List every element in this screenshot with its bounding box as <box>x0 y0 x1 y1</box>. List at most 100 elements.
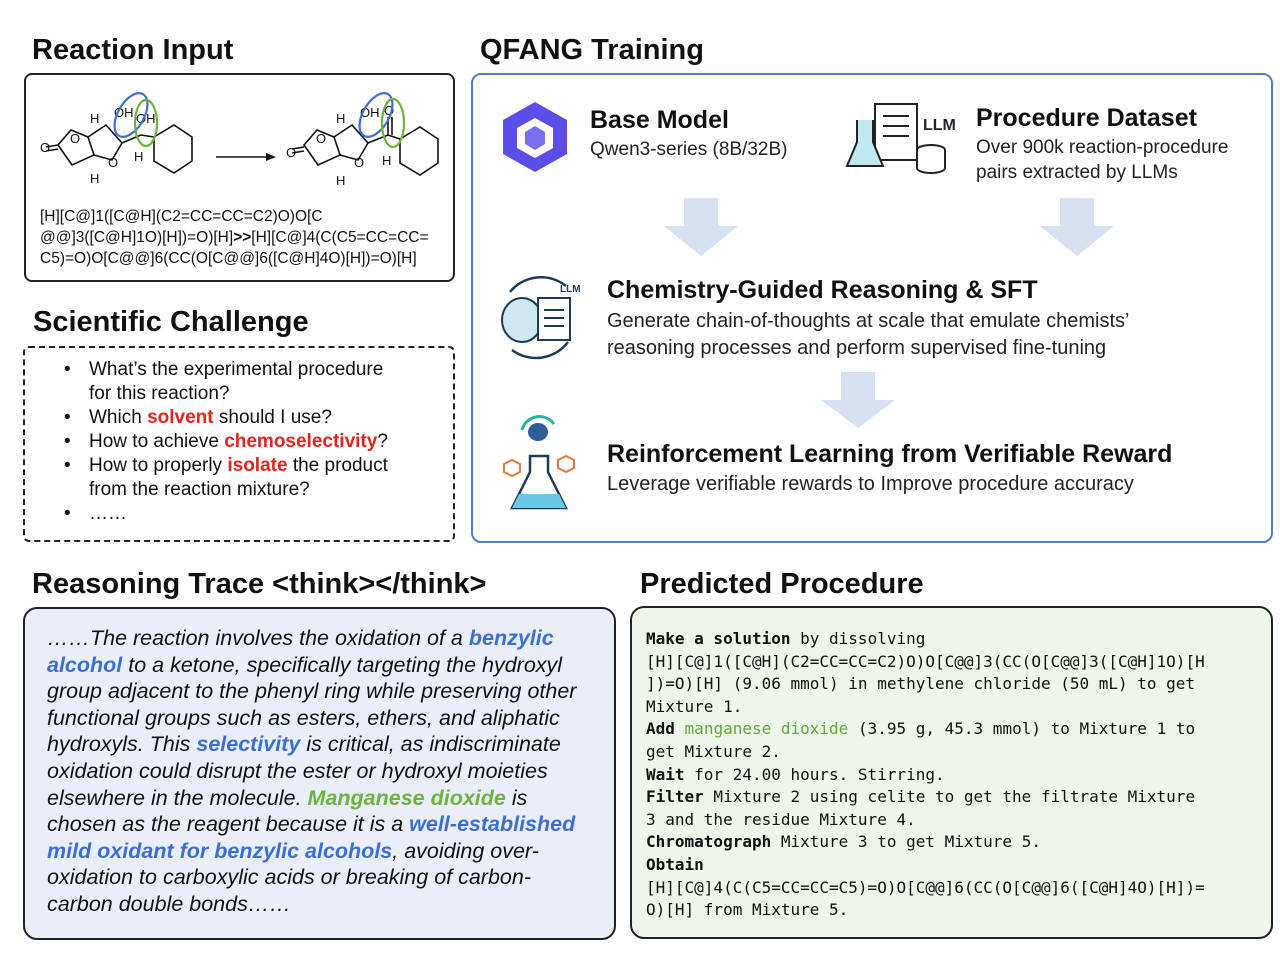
text-segment: Mixture 2 using celite to get the filtra… <box>703 787 1196 807</box>
smiles-line: [H][C@]1([C@H](C2=CC=CC=C2)O)O[C <box>40 208 323 225</box>
text-line: elsewhere in the molecule. Manganese dio… <box>47 785 576 812</box>
svg-text:O: O <box>108 155 118 170</box>
text-segment: [H][C@]4(C(C5=CC=CC=C5)=O)O[C@@]6(CC(O[C… <box>646 877 1205 897</box>
down-arrow-icon <box>664 198 738 256</box>
text-line: Make a solution by dissolving <box>646 628 1205 651</box>
down-arrow-icon <box>1040 198 1114 256</box>
svg-text:H: H <box>134 149 143 164</box>
procedure-title: Predicted Procedure <box>640 568 924 600</box>
challenge-item: How to properly isolate the productfrom … <box>64 454 388 502</box>
highlighted-term: manganese dioxide <box>684 719 849 739</box>
text-line: 3 and the residue Mixture 4. <box>646 809 1205 832</box>
svg-text:H: H <box>90 171 99 186</box>
dataset-icon: LLM <box>845 103 956 174</box>
challenge-item: How to achieve chemoselectivity? <box>64 430 388 454</box>
flask-brain-icon <box>503 415 575 510</box>
text-line: Mixture 1. <box>646 696 1205 719</box>
text-segment: functional groups such as esters, ethers… <box>47 705 560 730</box>
training-box <box>471 73 1273 543</box>
text-segment: Mixture 1. <box>646 696 743 716</box>
llm-label: LLM <box>923 117 956 134</box>
text-line: get Mixture 2. <box>646 741 1205 764</box>
highlighted-term: Wait <box>646 764 685 784</box>
text-line: chosen as the reagent because it is a we… <box>47 811 576 838</box>
svg-text:O: O <box>40 140 50 155</box>
rl-desc: Leverage verifiable rewards to Improve p… <box>607 473 1134 495</box>
challenge-title: Scientific Challenge <box>33 306 309 338</box>
rl-title: Reinforcement Learning from Verifiable R… <box>607 440 1173 468</box>
qwen-logo-icon <box>503 102 567 172</box>
challenge-box <box>23 346 455 542</box>
text-line: oxidation could disrupt the ester or hyd… <box>47 758 576 785</box>
highlighted-term: Filter <box>646 787 704 807</box>
svg-text:H: H <box>336 173 345 188</box>
highlighted-term: mild oxidant for benzylic alcohols <box>47 838 393 863</box>
text-segment: oxidation to carboxylic acids or breakin… <box>47 865 532 890</box>
text-segment: is critical, as indiscriminate <box>300 732 561 757</box>
text-segment: , avoiding over- <box>392 838 539 863</box>
text-line: [H][C@]4(C(C5=CC=CC=C5)=O)O[C@@]6(CC(O[C… <box>646 877 1205 900</box>
smiles-line: C5)=O)O[C@@]6(CC(O[C@@]6([C@H]4O)[H])=O)… <box>40 250 417 267</box>
text-segment: by dissolving <box>790 629 926 648</box>
highlighted-term: Make a solution <box>646 629 791 648</box>
text-segment: 3 and the residue Mixture 4. <box>646 809 916 829</box>
text-line: hydroxyls. This selectivity is critical,… <box>47 731 576 758</box>
text-segment: group adjacent to the phenyl ring while … <box>47 679 577 704</box>
text-line: ……The reaction involves the oxidation of… <box>47 625 576 652</box>
procedure-text: Make a solution by dissolving[H][C@]1([C… <box>646 628 1205 922</box>
highlighted-term: Chromatograph <box>646 832 772 852</box>
base-model-desc: Qwen3-series (8B/32B) <box>590 139 788 160</box>
sft-desc: Generate chain-of-thoughts at scale that… <box>607 310 1130 359</box>
challenge-item: …… <box>64 502 388 526</box>
text-line: Obtain <box>646 854 1205 877</box>
highlighted-term: Obtain <box>646 854 704 874</box>
trace-box <box>23 607 616 940</box>
text-line: carbon double bonds…… <box>47 891 576 918</box>
svg-text:O: O <box>286 145 296 160</box>
text-segment: for 24.00 hours. Stirring. <box>684 764 945 784</box>
brain-document-icon: LLM <box>501 276 581 360</box>
down-arrow-icon <box>821 372 895 428</box>
highlighted-term: selectivity <box>196 732 301 757</box>
sft-title: Chemistry-Guided Reasoning & SFT <box>607 276 1038 304</box>
text-segment: hydroxyls. This <box>47 732 197 757</box>
text-line: oxidation to carboxylic acids or breakin… <box>47 864 576 891</box>
svg-text:H: H <box>336 111 345 126</box>
trace-title: Reasoning Trace <think></think> <box>32 568 487 600</box>
text-segment: [H][C@]1([C@H](C2=CC=CC=C2)O)O[C@@]3(CC(… <box>646 651 1205 671</box>
text-line: mild oxidant for benzylic alcohols, avoi… <box>47 838 576 865</box>
reaction-smiles: [H][C@]1([C@H](C2=CC=CC=C2)O)O[C @@]3([C… <box>40 206 440 269</box>
text-segment: O)[H] from Mixture 5. <box>646 900 849 920</box>
reaction-input-title: Reaction Input <box>32 34 234 66</box>
text-line: Add manganese dioxide (3.95 g, 45.3 mmol… <box>646 718 1205 741</box>
text-line: Chromatograph Mixture 3 to get Mixture 5… <box>646 831 1205 854</box>
text-segment: carbon double bonds…… <box>47 891 291 916</box>
text-segment <box>675 719 685 738</box>
highlighted-term: Manganese dioxide <box>307 785 506 810</box>
reaction-separator: >> <box>233 229 252 246</box>
svg-text:O: O <box>384 103 394 118</box>
svg-text:O: O <box>354 155 364 170</box>
text-segment: is <box>505 785 528 810</box>
text-segment: elsewhere in the molecule. <box>47 785 308 810</box>
procedure-box <box>630 606 1273 939</box>
reasoning-trace-text: ……The reaction involves the oxidation of… <box>47 625 576 918</box>
llm-label: LLM <box>560 284 581 295</box>
text-segment: Mixture 3 to get Mixture 5. <box>771 832 1041 852</box>
text-segment: ])=O)[H] (9.06 mmol) in methylene chlori… <box>646 674 1196 694</box>
training-title: QFANG Training <box>480 34 704 66</box>
highlighted-term: well-established <box>409 812 576 837</box>
svg-text:H: H <box>382 153 391 168</box>
svg-text:O: O <box>316 131 326 146</box>
text-segment: (3.95 g, 45.3 mmol) to Mixture 1 to <box>848 719 1196 739</box>
text-line: alcohol to a ketone, specifically target… <box>47 652 576 679</box>
dataset-title: Procedure Dataset <box>976 104 1197 132</box>
text-segment: ……The reaction involves the oxidation of… <box>47 626 469 650</box>
smiles-line: @@]3([C@H]1O)[H])=O)[H] <box>40 229 234 246</box>
